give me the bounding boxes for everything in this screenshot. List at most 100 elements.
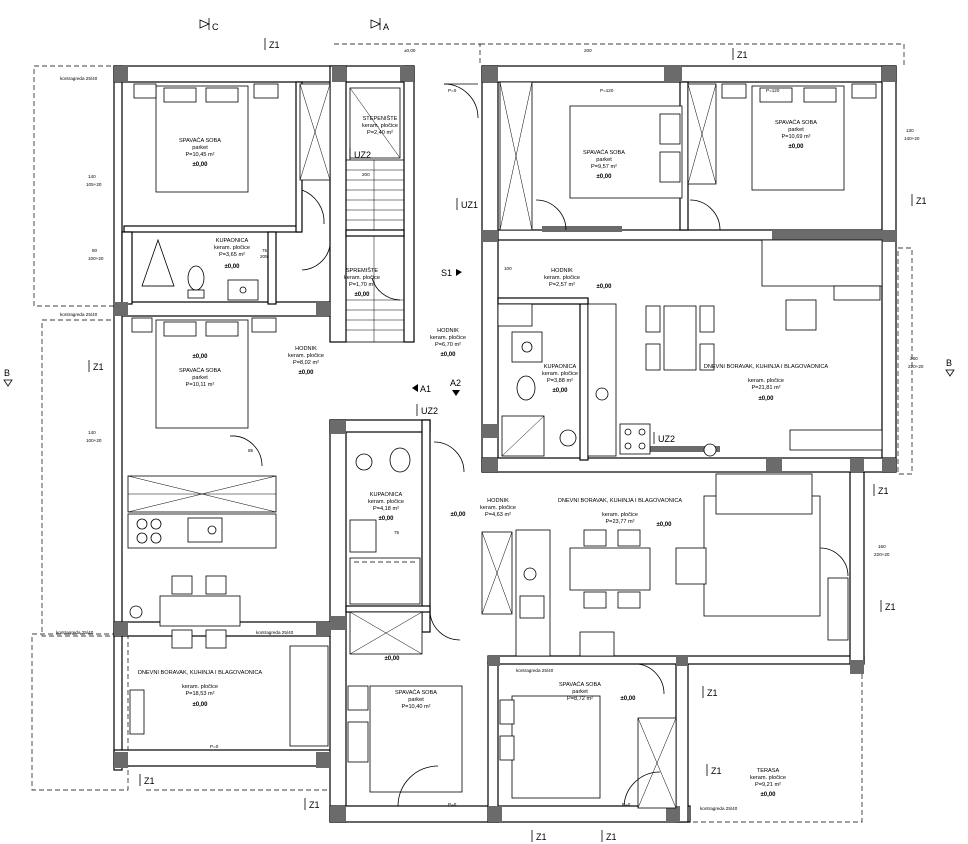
marker-z1: Z1	[309, 800, 320, 810]
room-level: ±0,00	[441, 352, 457, 358]
room-area: P=1,70 m²	[349, 282, 375, 288]
room-name: HODNIK	[295, 346, 317, 352]
dim-140-20: 140+20	[904, 136, 920, 141]
room-name: HODNIK	[551, 268, 573, 274]
room-level: ±0,00	[379, 516, 395, 522]
room-area: P=10,11 m²	[186, 382, 215, 388]
dim-200-b: 200	[362, 172, 370, 177]
room-level: ±0,00	[657, 522, 673, 528]
marker-uz2: UZ2	[354, 150, 371, 160]
sill-height: P=0	[622, 802, 631, 807]
room-area: P=6,70 m²	[435, 342, 461, 348]
room-level: ±0,00	[193, 354, 209, 360]
room-area: P=8,72 m²	[567, 696, 593, 702]
dim-100: 100	[504, 266, 512, 271]
level-note: ±0,00	[404, 48, 416, 53]
dim-100-20: 100+20	[88, 256, 104, 261]
room-level: ±0,00	[385, 656, 401, 662]
room-name: HODNIK	[437, 328, 459, 334]
dim-160: 160	[878, 544, 886, 549]
room-area: P=3,88 m²	[547, 378, 573, 384]
dim-205: 205	[260, 254, 268, 259]
room-floor: keram. pločice	[182, 684, 218, 690]
room-level: ±0,00	[621, 696, 637, 702]
marker-uz2: UZ2	[658, 434, 675, 444]
room-area: P=18,53 m²	[185, 691, 214, 697]
room-labels: SPAVAĆA SOBA parket P=10,45 m² ±0,00 KUP…	[138, 115, 829, 798]
marker-z1: Z1	[711, 766, 722, 776]
room-floor: parket	[408, 697, 424, 703]
dim-220-20-b: 220+20	[874, 552, 890, 557]
marker-z1: Z1	[737, 50, 748, 60]
room-floor: keram. pločice	[344, 275, 380, 281]
kontragreda-note: kontragreda 25/40	[60, 76, 98, 81]
room-name: DNEVNI BORAVAK, KUHINJA I BLAGOVAONICA	[138, 670, 263, 676]
section-label-c: C	[212, 22, 219, 32]
room-name: DNEVNI BORAVAK, KUHINJA I BLAGOVAONICA	[558, 498, 683, 504]
room-name: STEPENIŠTE	[363, 115, 398, 122]
sill-height: P=0	[448, 802, 457, 807]
room-floor: parket	[788, 127, 804, 133]
kontragreda-note: kontragreda 25/40	[700, 806, 738, 811]
section-label-b-right: B	[946, 358, 952, 368]
room-area: P=23,77 m²	[605, 519, 634, 525]
room-floor: parket	[192, 375, 208, 381]
room-area: P=9,21 m²	[755, 782, 781, 788]
room-area: P=21,81 m²	[751, 385, 780, 391]
room-area: P=10,69 m²	[781, 134, 810, 140]
room-name: SPAVAĆA SOBA	[583, 149, 625, 156]
stairs	[345, 81, 405, 343]
dim-75-b: 75	[394, 530, 400, 535]
dim-100-20-b: 100+20	[86, 438, 102, 443]
dim-140-b: 140	[88, 430, 96, 435]
kontragreda-note: kontragreda 25/40	[516, 668, 554, 673]
room-floor: keram. pločice	[288, 353, 324, 359]
marker-z1: Z1	[93, 362, 104, 372]
dim-75: 75	[262, 248, 268, 253]
room-area: P=8,02 m²	[293, 360, 319, 366]
room-level: ±0,00	[193, 162, 209, 168]
room-level: ±0,00	[225, 264, 241, 270]
room-level: ±0,00	[355, 292, 371, 298]
dim-200: 200	[584, 48, 592, 53]
room-area: P=9,57 m²	[591, 164, 617, 170]
room-area: P=4,63 m²	[485, 512, 511, 518]
room-floor: keram. pločice	[544, 275, 580, 281]
room-floor: keram. pločice	[602, 512, 638, 518]
kontragreda-note: kontragreda 25/40	[56, 630, 94, 635]
section-label-a: A	[383, 22, 389, 32]
kontragreda-note: kontragreda 25/40	[256, 630, 294, 635]
marker-uz1: UZ1	[461, 200, 478, 210]
marker-a1: A1	[420, 384, 431, 394]
marker-z1: Z1	[916, 196, 927, 206]
room-name: KUPAONICA	[544, 364, 577, 370]
dim-260: 260	[910, 356, 918, 361]
section-label-b-left: B	[4, 368, 10, 378]
sill-height: P=120	[600, 88, 614, 93]
room-area: P=2,57 m²	[549, 282, 575, 288]
sill-height: P=0	[448, 88, 457, 93]
room-floor: parket	[572, 689, 588, 695]
outline-dashed	[31, 43, 913, 823]
room-level: ±0,00	[597, 284, 613, 290]
room-level: ±0,00	[759, 396, 775, 402]
marker-z1: Z1	[536, 832, 547, 842]
room-level: ±0,00	[299, 370, 315, 376]
columns	[114, 66, 896, 822]
room-area: P=4,18 m²	[373, 506, 399, 512]
room-floor: keram. pločice	[214, 245, 250, 251]
room-area: P=3,65 m²	[219, 252, 245, 258]
marker-z1: Z1	[707, 688, 718, 698]
kontragreda-note: kontragreda 25/40	[60, 312, 98, 317]
room-name: TERASA	[757, 768, 780, 774]
room-name: SPAVAĆA SOBA	[395, 689, 437, 696]
room-floor: keram. pločice	[542, 371, 578, 377]
room-floor: parket	[596, 157, 612, 163]
dim-130: 130	[906, 128, 914, 133]
marker-z1: Z1	[606, 832, 617, 842]
room-level: ±0,00	[451, 512, 467, 518]
section-marks: C A B B	[3, 18, 955, 387]
marker-z1: Z1	[878, 486, 889, 496]
room-floor: keram. pločice	[368, 499, 404, 505]
room-name: HODNIK	[487, 498, 509, 504]
